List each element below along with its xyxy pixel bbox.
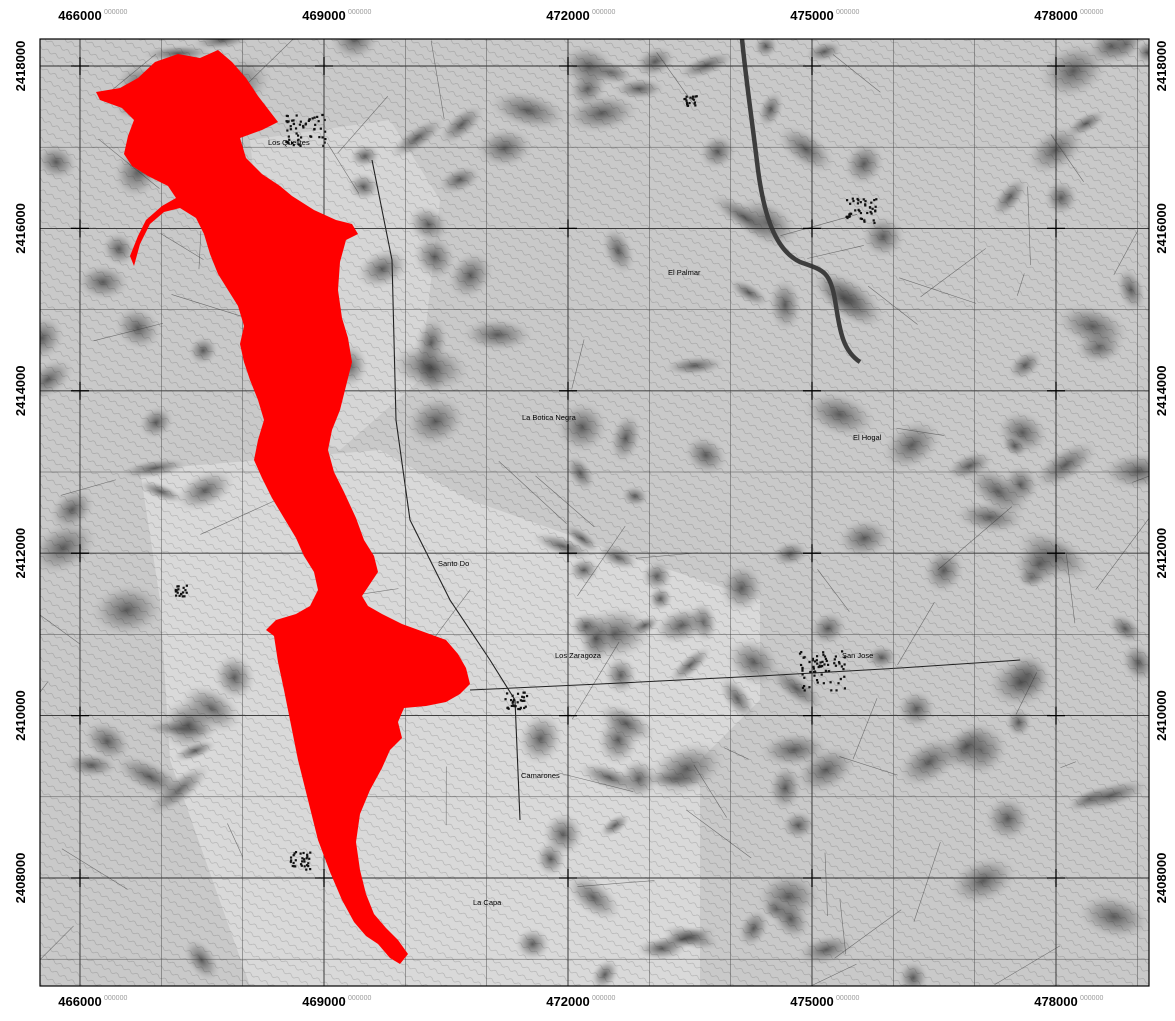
x-tick-suffix: 000000 xyxy=(592,995,615,1002)
x-tick-label: 478000 xyxy=(1034,994,1077,1009)
x-tick-label: 472000 xyxy=(546,994,589,1009)
y-tick-label: 2410000 xyxy=(1154,690,1169,741)
y-tick-label: 2414000 xyxy=(13,365,28,416)
x-tick-suffix: 000000 xyxy=(348,995,371,1002)
x-tick-label: 472000 xyxy=(546,8,589,23)
place-label: La Botica Negra xyxy=(522,413,577,422)
y-tick-label: 2408000 xyxy=(13,853,28,904)
y-tick-label: 2414000 xyxy=(1154,365,1169,416)
y-tick-label: 2416000 xyxy=(1154,203,1169,254)
y-tick-label: 2418000 xyxy=(13,41,28,92)
place-label: Camarones xyxy=(521,771,560,780)
x-tick-label: 478000 xyxy=(1034,8,1077,23)
y-axis-right: 2418000 2416000 2414000 2412000 2410000 24080… xyxy=(1154,41,1169,904)
y-tick-label: 2418000 xyxy=(1154,41,1169,92)
x-tick-suffix: 000000 xyxy=(348,9,371,16)
x-tick-suffix: 000000 xyxy=(104,9,127,16)
x-tick-suffix: 000000 xyxy=(1080,995,1103,1002)
x-tick-suffix: 000000 xyxy=(592,9,615,16)
place-label: Los Quelites xyxy=(268,138,310,147)
x-tick-suffix: 000000 xyxy=(104,995,127,1002)
x-tick-suffix: 000000 xyxy=(1080,9,1103,16)
x-tick-label: 469000 xyxy=(302,994,345,1009)
x-tick-suffix: 000000 xyxy=(836,995,859,1002)
place-label: El Palmar xyxy=(668,268,701,277)
place-label: Santo Do xyxy=(438,559,469,568)
y-tick-label: 2412000 xyxy=(13,528,28,579)
x-tick-suffix: 000000 xyxy=(836,9,859,16)
x-tick-label: 466000 xyxy=(58,994,101,1009)
x-tick-label: 466000 xyxy=(58,8,101,23)
x-tick-label: 475000 xyxy=(790,994,833,1009)
place-label: San Jose xyxy=(842,651,873,660)
x-tick-label: 469000 xyxy=(302,8,345,23)
y-tick-label: 2416000 xyxy=(13,203,28,254)
y-tick-label: 2410000 xyxy=(13,690,28,741)
place-label: Los Zaragoza xyxy=(555,651,602,660)
place-label: La Capa xyxy=(473,898,502,907)
x-tick-label: 475000 xyxy=(790,8,833,23)
y-tick-label: 2412000 xyxy=(1154,528,1169,579)
y-tick-label: 2408000 xyxy=(1154,853,1169,904)
y-axis-left: 2418000 2416000 2414000 2412000 2410000 24080… xyxy=(13,41,28,904)
place-label: El Hogal xyxy=(853,433,882,442)
